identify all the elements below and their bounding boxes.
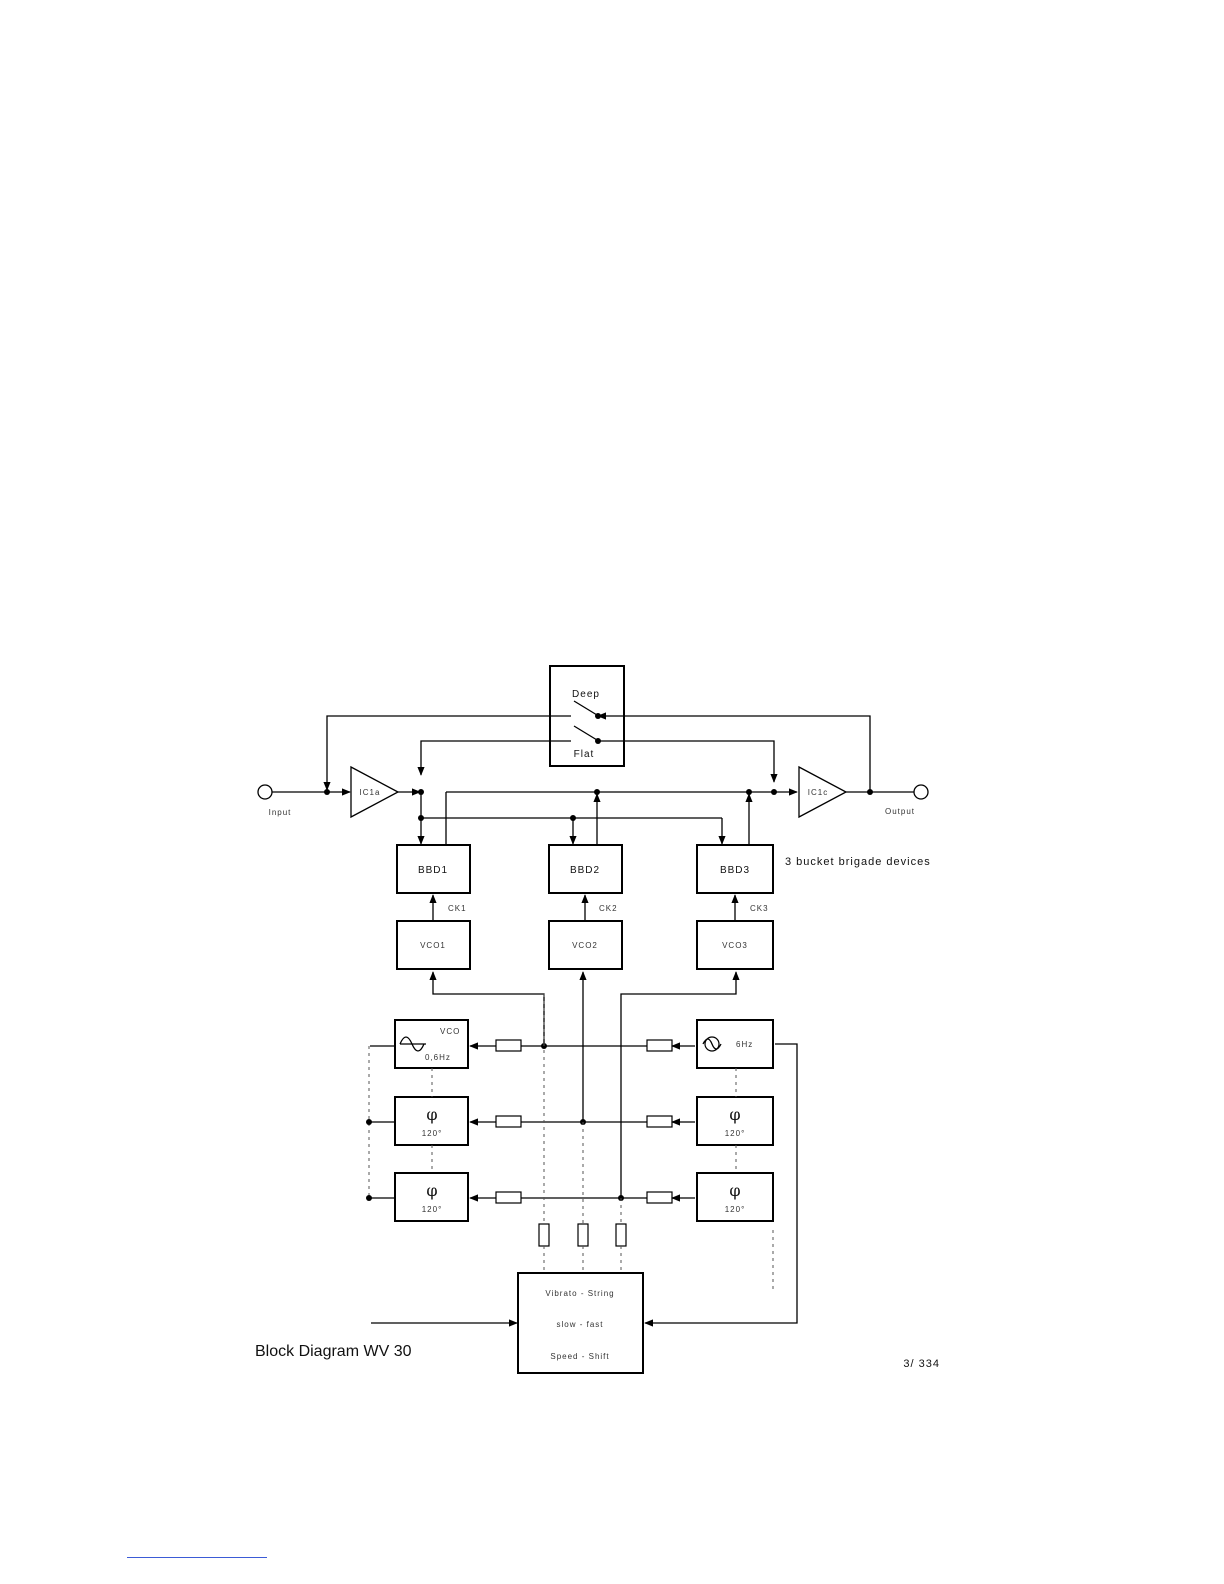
phase-left-1-angle: 120° — [422, 1129, 443, 1138]
clock3-label: CK3 — [750, 904, 769, 913]
lfo-right-label: 6Hz — [736, 1040, 753, 1049]
phase-left-1-symbol: φ — [426, 1105, 437, 1124]
phase-right-2-symbol: φ — [729, 1181, 740, 1200]
control-line2: slow - fast — [556, 1320, 603, 1329]
vco3-label: VCO3 — [722, 941, 748, 950]
flat-path-left — [421, 741, 571, 775]
bbd3-label: BBD3 — [720, 865, 750, 876]
output-amp-label: IC1c — [808, 788, 828, 797]
phase-right-1-symbol: φ — [729, 1105, 740, 1124]
resistor-v3 — [616, 1224, 626, 1246]
phase-left-2-symbol: φ — [426, 1181, 437, 1200]
clock1-label: CK1 — [448, 904, 467, 913]
lfo-left-bottom-label: 0,6Hz — [425, 1053, 451, 1062]
resistor-row1-left — [496, 1040, 521, 1051]
input-amp-label: IC1a — [360, 788, 381, 797]
resistor-v2 — [578, 1224, 588, 1246]
phase-left-2-angle: 120° — [422, 1205, 443, 1214]
footer-rule — [127, 1557, 267, 1558]
bbd-note: 3 bucket brigade devices — [785, 856, 931, 868]
input-label: Input — [269, 808, 292, 817]
output-terminal — [914, 785, 928, 799]
lfo-right-box — [697, 1020, 773, 1068]
resistor-v1 — [539, 1224, 549, 1246]
switch-deep-label: Deep — [572, 689, 600, 700]
switch-flat-label: Flat — [574, 749, 595, 760]
bbd1-label: BBD1 — [418, 865, 448, 876]
phase-right-2-angle: 120° — [725, 1205, 746, 1214]
resistor-row1-right — [647, 1040, 672, 1051]
control-line3: Speed - Shift — [550, 1352, 609, 1361]
diagram-title: Block Diagram WV 30 — [255, 1343, 412, 1360]
resistor-row2-right — [647, 1116, 672, 1127]
resistor-row3-left — [496, 1192, 521, 1203]
resistor-row3-right — [647, 1192, 672, 1203]
deep-path-right — [598, 716, 870, 790]
control-line1: Vibrato - String — [545, 1289, 614, 1298]
clock2-label: CK2 — [599, 904, 618, 913]
vco1-label: VCO1 — [420, 941, 446, 950]
page-reference: 3/ 334 — [903, 1358, 940, 1370]
vco2-label: VCO2 — [572, 941, 598, 950]
resistor-row2-left — [496, 1116, 521, 1127]
bbd2-label: BBD2 — [570, 865, 600, 876]
output-label: Output — [885, 807, 915, 816]
lfo-left-top-label: VCO — [440, 1027, 460, 1036]
phase-right-1-angle: 120° — [725, 1129, 746, 1138]
input-terminal — [258, 785, 272, 799]
